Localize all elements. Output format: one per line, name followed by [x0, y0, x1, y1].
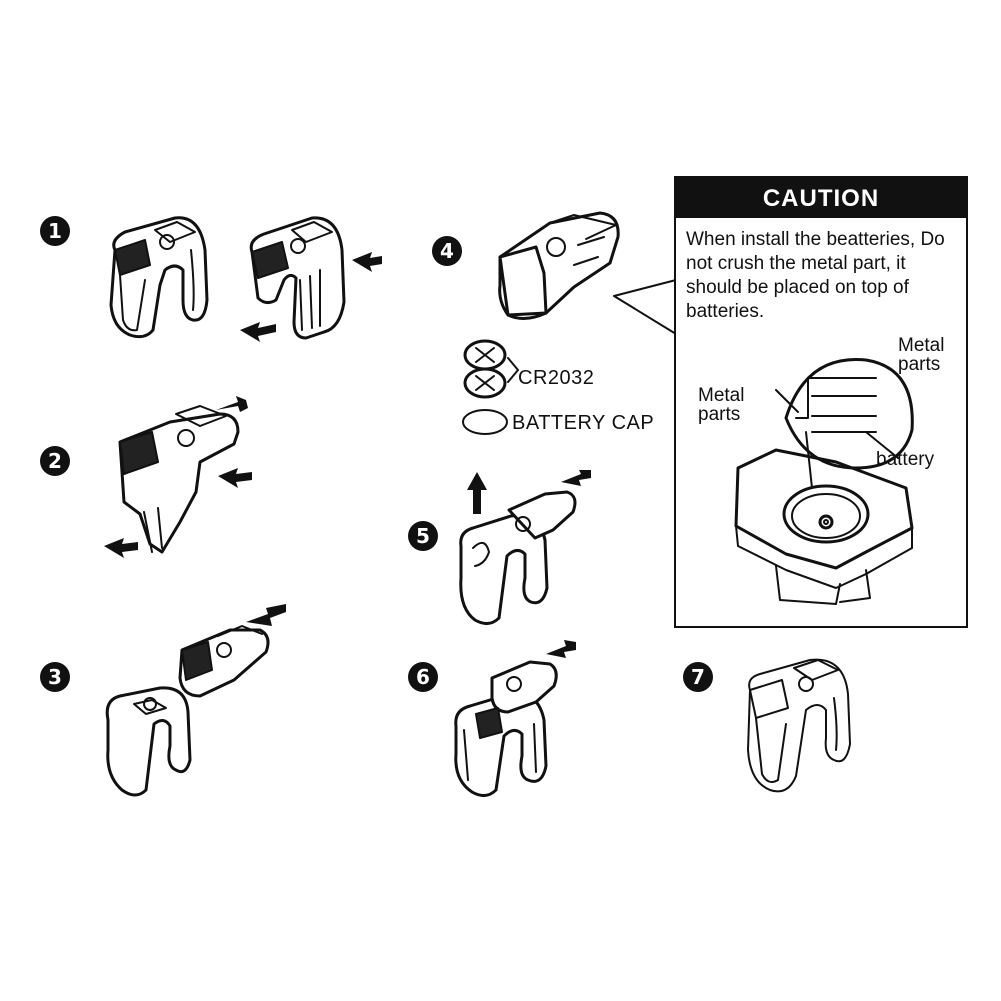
cell-type-label: CR2032 [518, 367, 595, 389]
battery-label: battery [876, 449, 935, 470]
step-6-badge: 6 [408, 662, 438, 692]
callout-pointer [612, 278, 678, 338]
step-4-head-icon [490, 205, 630, 330]
caution-title: CAUTION [676, 178, 966, 218]
caution-text: When install the beatteries, Do not crus… [686, 229, 945, 322]
step-6-lamp-icon [450, 640, 590, 800]
step-3-lamp-separated-icon [100, 600, 290, 800]
step-2-badge: 2 [40, 446, 70, 476]
battery-cap-label: BATTERY CAP [512, 412, 655, 434]
coin-cell-icon [460, 339, 520, 450]
metal-parts-label-1: Metal parts [898, 335, 945, 375]
battery-compartment-icon [716, 338, 916, 608]
caution-panel: CAUTION When install the beatteries, Do … [674, 176, 968, 628]
step-2-lamp-open-icon [100, 392, 260, 562]
step-7-badge: 7 [683, 662, 713, 692]
step-7-lamp-icon [740, 650, 860, 800]
step-5-badge: 5 [408, 521, 438, 551]
step-3-badge: 3 [40, 662, 70, 692]
step-5-lamp-icon [455, 470, 595, 630]
step-1-lamp-icon [105, 210, 215, 345]
step-1-lamp-pressed-icon [240, 210, 390, 345]
step-1-badge: 1 [40, 216, 70, 246]
step-4-badge: 4 [432, 236, 462, 266]
metal-parts-label-2: Metal parts [698, 385, 745, 425]
